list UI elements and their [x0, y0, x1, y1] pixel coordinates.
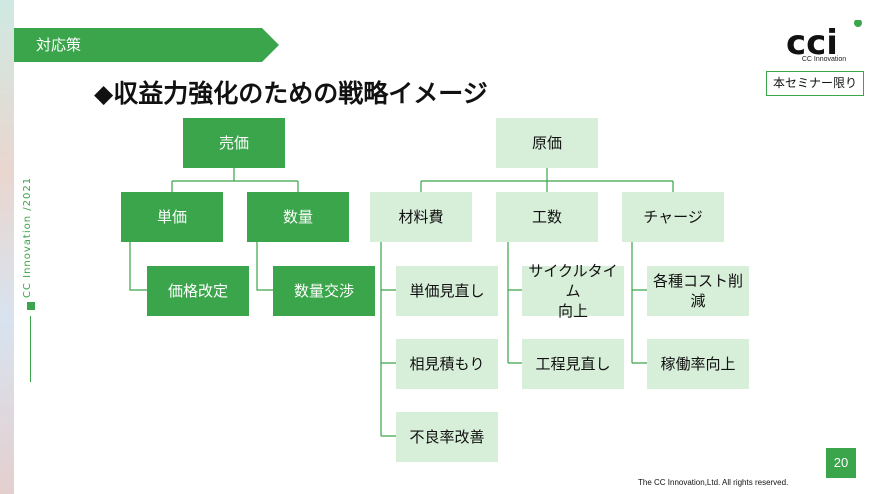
- connector-quantity: [256, 242, 273, 291]
- page-number: 20: [826, 448, 856, 478]
- connector-labor: [507, 242, 522, 364]
- copyright-notice: The CC Innovation,Ltd. All rights reserv…: [638, 478, 789, 487]
- node-defect-rate-improvement: 不良率改善: [396, 412, 498, 462]
- connector-charge: [631, 242, 647, 364]
- decorative-edge-strip: [0, 0, 14, 494]
- node-cost: 原価: [496, 118, 598, 168]
- node-labor-hours: 工数: [496, 192, 598, 242]
- node-process-review: 工程見直し: [522, 339, 624, 389]
- logo-text: cci: [786, 23, 838, 63]
- connector-price-root: [171, 168, 299, 192]
- node-selling-price: 売価: [183, 118, 285, 168]
- node-unit-price-review: 単価見直し: [396, 266, 498, 316]
- logo-caption: CC Innovation: [801, 56, 847, 63]
- node-quantity: 数量: [247, 192, 349, 242]
- connector-unit-price: [129, 242, 147, 291]
- node-unit-price: 単価: [121, 192, 223, 242]
- seminar-only-badge: 本セミナー限り: [766, 71, 864, 96]
- node-cycle-time-improvement: サイクルタイム 向上: [522, 262, 624, 320]
- page-title: ◆収益力強化のための戦略イメージ: [94, 79, 488, 108]
- side-line: [30, 316, 31, 382]
- node-charge: チャージ: [622, 192, 724, 242]
- node-quantity-negotiation: 数量交渉: [273, 266, 375, 316]
- company-logo: cci: [786, 20, 862, 63]
- node-cost-reduction: 各種コスト削減: [647, 266, 749, 316]
- node-price-revision: 価格改定: [147, 266, 249, 316]
- node-utilization-improvement: 稼働率向上: [647, 339, 749, 389]
- node-material-cost: 材料費: [370, 192, 472, 242]
- section-banner: 対応策: [14, 28, 279, 62]
- node-multiple-quotes: 相見積もり: [396, 339, 498, 389]
- logo-dot: [854, 20, 862, 27]
- connector-cost-root: [420, 168, 674, 192]
- connector-materials: [380, 242, 396, 437]
- side-marker: [27, 302, 35, 310]
